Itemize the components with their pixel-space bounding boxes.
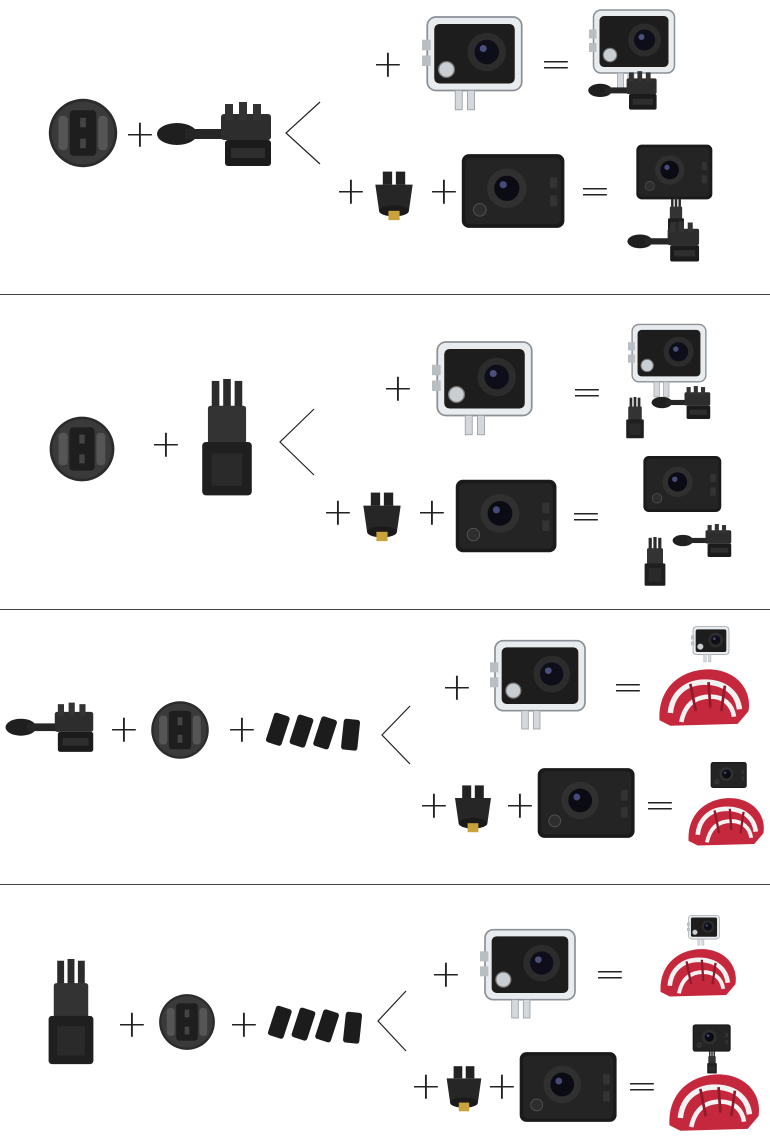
camera-in-waterproof-case	[422, 10, 527, 115]
branch-bracket	[279, 408, 315, 476]
plus-sign: +	[322, 490, 354, 534]
result-case-on-helmet	[652, 624, 758, 734]
equals-sign: =	[571, 370, 603, 414]
curved-adhesive-mount	[148, 698, 212, 762]
helmet-straps	[266, 704, 366, 760]
vertical-j-hook-buckle	[42, 959, 100, 1071]
branch-bracket	[381, 705, 411, 765]
plus-sign: +	[410, 1064, 442, 1108]
plus-sign: +	[430, 952, 462, 996]
plus-sign: +	[382, 366, 414, 410]
camera-in-waterproof-case	[432, 335, 537, 440]
tripod-adapter	[446, 780, 500, 834]
plus-sign: +	[124, 112, 156, 156]
camera-in-waterproof-case	[480, 923, 580, 1023]
equals-sign: =	[540, 42, 572, 86]
result-case-on-helmet	[656, 913, 740, 1003]
plus-sign: +	[226, 707, 258, 751]
branch-bracket	[285, 101, 321, 165]
plus-sign: +	[335, 169, 367, 213]
thumb-screw-buckle	[4, 700, 104, 756]
flat-adhesive-mount	[46, 413, 118, 485]
bare-camera	[536, 762, 638, 844]
plus-sign: +	[428, 169, 460, 213]
result-case-on-j-hook	[608, 319, 723, 441]
result-camera-on-helmet	[664, 1021, 764, 1137]
bare-camera	[460, 148, 568, 234]
tripod-adapter	[354, 487, 410, 543]
curved-adhesive-mount	[156, 991, 218, 1053]
bare-camera	[518, 1045, 620, 1129]
plus-sign: +	[418, 783, 450, 827]
plus-sign: +	[372, 42, 404, 86]
tripod-adapter	[366, 166, 422, 222]
helmet-straps	[268, 997, 368, 1053]
equals-sign: =	[570, 494, 602, 538]
camera-in-waterproof-case	[490, 634, 590, 734]
plus-sign: +	[441, 665, 473, 709]
plus-sign: +	[486, 1064, 518, 1108]
result-camera-on-helmet	[684, 760, 768, 854]
result-camera-on-j-hook	[624, 451, 744, 593]
plus-sign: +	[150, 422, 182, 466]
combo-section-2: + + = + + =	[0, 295, 770, 609]
equals-sign: =	[594, 952, 626, 996]
equals-sign: =	[626, 1064, 658, 1108]
equals-sign: =	[612, 665, 644, 709]
tripod-adapter	[438, 1061, 490, 1113]
plus-sign: +	[228, 1002, 260, 1046]
section-divider	[0, 294, 770, 295]
section-divider	[0, 609, 770, 610]
vertical-j-hook-buckle	[196, 379, 258, 503]
equals-sign: =	[579, 169, 611, 213]
plus-sign: +	[416, 490, 448, 534]
combo-section-1: + + = + + =	[0, 0, 770, 294]
result-camera-on-buckle-mount	[615, 140, 720, 265]
bare-camera	[454, 473, 560, 559]
section-divider	[0, 884, 770, 885]
plus-sign: +	[108, 707, 140, 751]
curved-adhesive-mount	[45, 95, 121, 171]
combo-section-3: + + + = + + =	[0, 610, 770, 884]
plus-sign: +	[504, 783, 536, 827]
plus-sign: +	[116, 1002, 148, 1046]
result-case-on-buckle-mount	[584, 4, 689, 112]
equals-sign: =	[644, 783, 676, 827]
branch-bracket	[377, 990, 407, 1052]
thumb-screw-buckle	[155, 100, 285, 170]
combo-section-4: + + + = + + =	[0, 885, 770, 1140]
